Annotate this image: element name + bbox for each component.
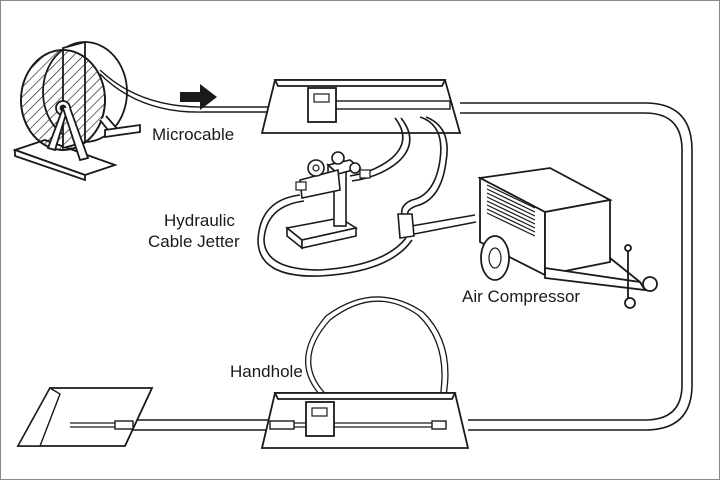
- upper-handhole-box: [260, 79, 462, 134]
- duct-loop: [130, 102, 693, 431]
- left-pit: [16, 387, 154, 447]
- direction-arrow-icon: [180, 84, 217, 110]
- label-microcable: Microcable: [152, 125, 234, 144]
- air-compressor: [477, 167, 658, 309]
- cable-reel: [12, 40, 141, 182]
- label-jetter-line2: Cable Jetter: [148, 232, 240, 251]
- label-jetter-line1: Hydraulic: [164, 211, 235, 230]
- label-air-compressor: Air Compressor: [462, 287, 580, 306]
- label-handhole: Handhole: [230, 362, 303, 381]
- hydraulic-cable-jetter: [285, 151, 371, 250]
- microcable-coil: [304, 296, 449, 421]
- lower-handhole-box: [260, 392, 470, 449]
